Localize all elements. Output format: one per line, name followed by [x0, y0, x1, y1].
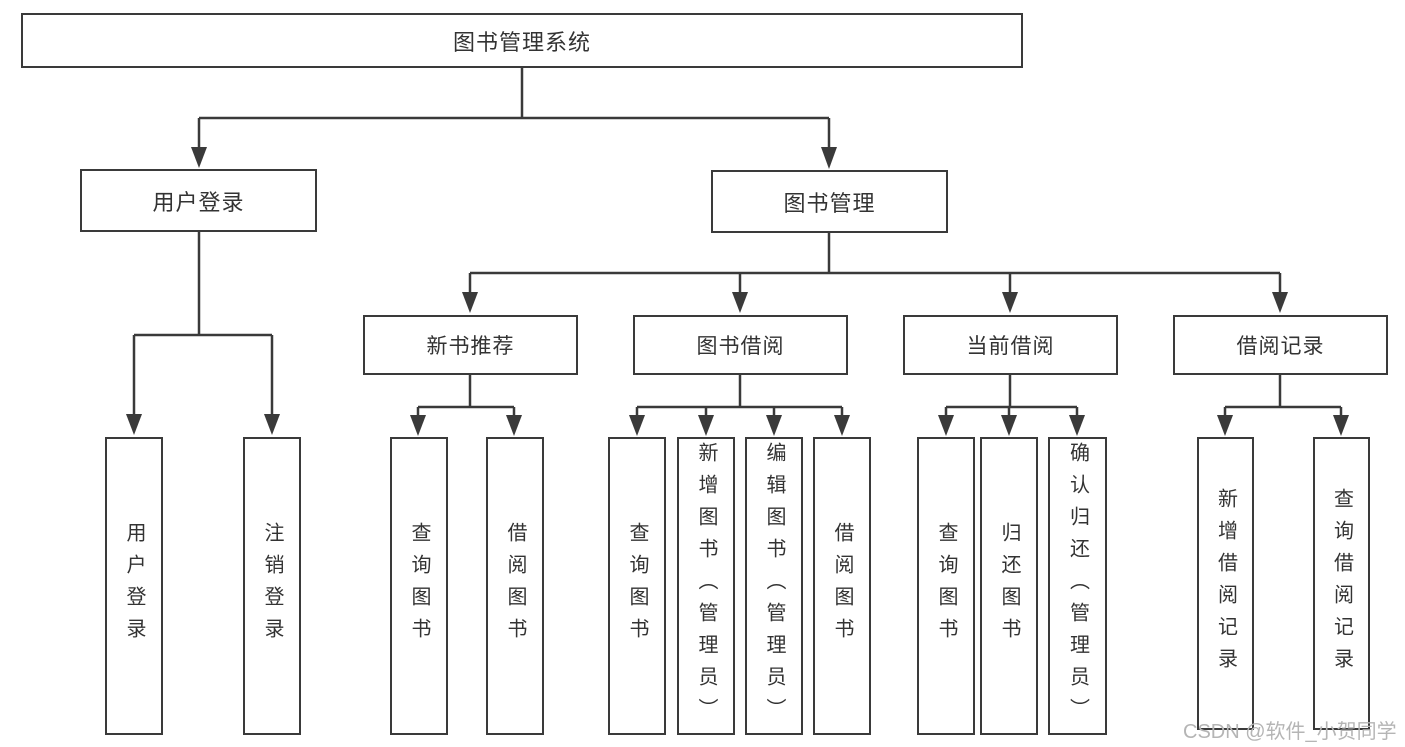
connector-root-to-level2: [191, 68, 837, 169]
node-label: 归还图书: [998, 522, 1020, 650]
node-add-book-admin: 新增图书（管理员）: [677, 437, 735, 735]
connector-user-login-children: [126, 232, 280, 435]
node-label: 查询图书: [935, 522, 957, 650]
node-library-system-root: 图书管理系统: [21, 13, 1023, 68]
node-label: 查询借阅记录: [1330, 487, 1353, 680]
node-new-book-recommend: 新书推荐: [363, 315, 578, 375]
node-query-books-borrow: 查询图书: [608, 437, 666, 735]
connector-book-management-children: [462, 233, 1288, 313]
node-current-borrow: 当前借阅: [903, 315, 1118, 375]
node-borrow-books-leaf: 借阅图书: [813, 437, 871, 735]
node-label: 用户登录: [123, 522, 145, 650]
node-edit-book-admin: 编辑图书（管理员）: [745, 437, 803, 735]
node-user-login: 用户登录: [80, 169, 317, 232]
node-borrow-records: 借阅记录: [1173, 315, 1388, 375]
node-query-books-current: 查询图书: [917, 437, 975, 735]
node-label: 借阅图书: [831, 522, 853, 650]
node-borrow-books-recommend: 借阅图书: [486, 437, 544, 735]
node-label: 新增图书（管理员）: [695, 442, 717, 730]
node-query-borrow-record: 查询借阅记录: [1313, 437, 1370, 730]
node-label: 借阅图书: [504, 522, 526, 650]
node-label: 注销登录: [261, 522, 283, 650]
node-label: 确认归还（管理员）: [1066, 442, 1089, 730]
node-confirm-return-admin: 确认归还（管理员）: [1048, 437, 1107, 735]
watermark-text: CSDN @软件_小贺同学: [1183, 721, 1397, 743]
node-add-borrow-record: 新增借阅记录: [1197, 437, 1254, 730]
node-return-books: 归还图书: [980, 437, 1038, 735]
node-logout-leaf: 注销登录: [243, 437, 301, 735]
connector-current-borrow-children: [938, 375, 1085, 436]
connector-borrow-records-children: [1217, 375, 1349, 436]
connector-new-book-children: [410, 375, 522, 436]
node-book-management: 图书管理: [711, 170, 948, 233]
node-book-borrow: 图书借阅: [633, 315, 848, 375]
node-user-login-leaf: 用户登录: [105, 437, 163, 735]
node-query-books-recommend: 查询图书: [390, 437, 448, 735]
node-label: 编辑图书（管理员）: [763, 442, 785, 730]
node-label: 查询图书: [626, 522, 648, 650]
node-label: 新增借阅记录: [1214, 487, 1237, 680]
node-label: 查询图书: [408, 522, 430, 650]
connector-book-borrow-children: [629, 375, 850, 436]
